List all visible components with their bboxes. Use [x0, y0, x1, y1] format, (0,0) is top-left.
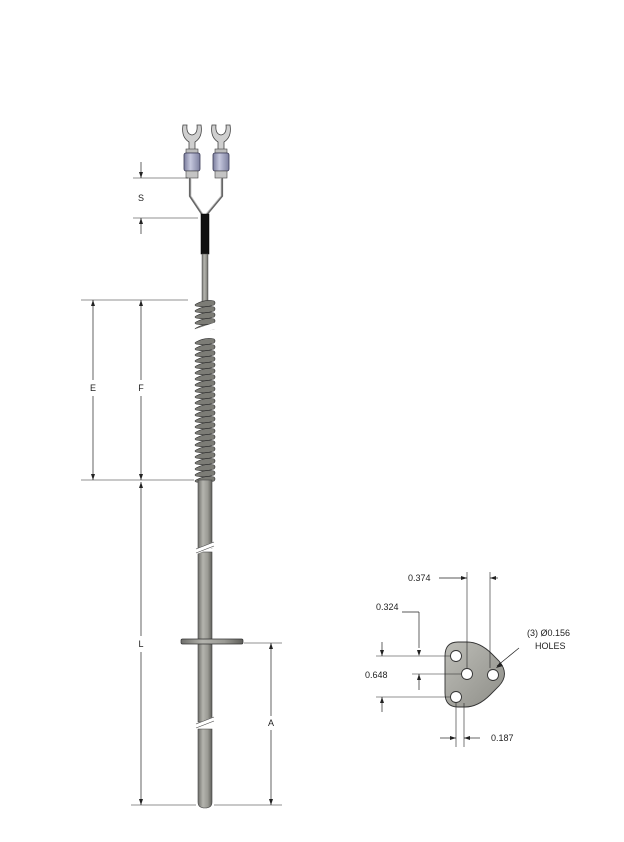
- flange-hole-right: [487, 669, 499, 681]
- spring-coil: [194, 410, 216, 418]
- label-e: E: [90, 383, 96, 393]
- spring-coil: [194, 428, 216, 436]
- dimension-e-f: E F: [81, 299, 194, 481]
- spring-coil: [194, 404, 216, 412]
- spring-coil: [194, 350, 216, 358]
- spring-coil: [194, 398, 216, 406]
- flange-hole-top: [450, 650, 462, 662]
- spring-coil: [194, 464, 216, 472]
- dim-0187: 0.187: [491, 733, 514, 743]
- sheath-flange: [180, 638, 244, 645]
- lead-cable: [201, 253, 209, 305]
- sheath: [194, 479, 216, 809]
- spring-break: [192, 322, 218, 336]
- spring-coil: [194, 356, 216, 364]
- lead-wires: [188, 178, 224, 215]
- spring-coil: [194, 306, 216, 314]
- spring-coil: [194, 452, 216, 460]
- flange-detail: 0.374 0.324 0.648 0.187 (3) Ø0.156 HOLES: [365, 572, 570, 747]
- spring-coil: [194, 300, 216, 308]
- dimension-s: S: [133, 162, 198, 234]
- spring-coil: [194, 312, 216, 320]
- label-l: L: [138, 639, 143, 649]
- spring-coil: [194, 368, 216, 376]
- spring-coil: [194, 446, 216, 454]
- dim-0324: 0.324: [376, 602, 399, 612]
- holes-callout-line1: (3) Ø0.156: [527, 628, 570, 638]
- spade-terminal-left: [182, 124, 202, 179]
- spring-coil: [194, 440, 216, 448]
- spade-terminal-right: [211, 124, 231, 179]
- dim-0374: 0.374: [408, 573, 431, 583]
- spring-coil: [194, 458, 216, 466]
- flange-hole-center: [461, 668, 473, 680]
- holes-callout-line2: HOLES: [535, 641, 566, 651]
- spring-coil: [194, 362, 216, 370]
- spring-coil: [194, 416, 216, 424]
- spring-coil: [194, 386, 216, 394]
- spring-coil: [194, 422, 216, 430]
- spring-coil: [194, 374, 216, 382]
- spring-coil: [194, 380, 216, 388]
- flange-hole-bottom: [450, 691, 462, 703]
- label-a: A: [268, 718, 274, 728]
- spring-coil: [194, 338, 216, 346]
- spring-coil: [194, 344, 216, 352]
- label-f: F: [138, 383, 144, 393]
- dimension-l: L: [131, 482, 196, 806]
- label-s: S: [138, 193, 144, 203]
- dimension-a: A: [214, 642, 282, 806]
- spring-coil: [194, 434, 216, 442]
- spring-coil: [194, 392, 216, 400]
- spring-coil: [194, 470, 216, 478]
- dim-0648: 0.648: [365, 670, 388, 680]
- transition-heatshrink: [200, 213, 210, 255]
- armor-spring: [192, 300, 218, 484]
